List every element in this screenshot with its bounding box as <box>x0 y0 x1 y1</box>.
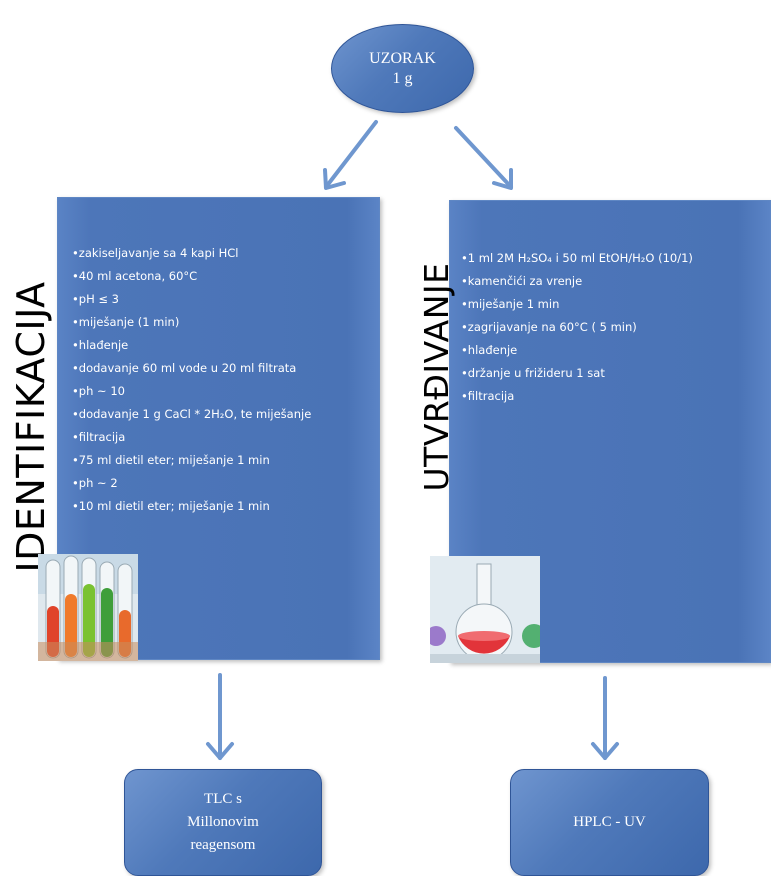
determination-step: •miješanje 1 min <box>461 297 560 311</box>
identification-step: •dodavanje 1 g CaCl * 2H₂O, te miješanje <box>72 407 312 421</box>
identification-step: •ph ~ 10 <box>72 384 125 398</box>
arrowhead-to-tlc <box>206 742 234 760</box>
arrowhead-to-hplc <box>591 742 619 760</box>
flask-illustration <box>430 556 540 663</box>
determination-heading: UTVRĐIVANJE <box>417 262 456 492</box>
identification-step: •10 ml dietil eter; miješanje 1 min <box>72 499 270 513</box>
identification-step: •filtracija <box>72 430 126 444</box>
identification-steps: •zakiseljavanje sa 4 kapi HCl •40 ml ace… <box>72 242 311 518</box>
sample-node-label: UZORAK 1 g <box>369 49 436 87</box>
hplc-result-box: HPLC - UV <box>510 769 709 876</box>
arrow-to-utvrdivanje <box>454 126 513 189</box>
determination-step: •filtracija <box>461 389 515 403</box>
identification-heading: IDENTIFIKACIJA <box>9 281 53 573</box>
identification-step: •dodavanje 60 ml vode u 20 ml filtrata <box>72 361 297 375</box>
determination-step: •1 ml 2M H₂SO₄ i 50 ml EtOH/H₂O (10/1) <box>461 251 693 265</box>
tlc-result-label: TLC s Millonovim reagensom <box>187 791 259 853</box>
determination-step: •zagrijavanje na 60°C ( 5 min) <box>461 320 637 334</box>
arrow-to-identifikacija <box>324 120 378 189</box>
identification-step: •hlađenje <box>72 338 129 352</box>
test-tubes-image <box>38 554 138 661</box>
identification-step: •pH ≤ 3 <box>72 292 119 306</box>
identification-step: •75 ml dietil eter; miješanje 1 min <box>72 453 270 467</box>
sample-node: UZORAK 1 g <box>331 24 474 113</box>
test-tubes-illustration <box>38 554 138 661</box>
tlc-result-box: TLC s Millonovim reagensom <box>124 769 322 876</box>
hplc-result-label: HPLC - UV <box>573 814 646 830</box>
determination-step: •kamenčići za vrenje <box>461 274 583 288</box>
determination-step: •hlađenje <box>461 343 518 357</box>
determination-step: •držanje u frižideru 1 sat <box>461 366 605 380</box>
determination-steps: •1 ml 2M H₂SO₄ i 50 ml EtOH/H₂O (10/1) •… <box>461 247 693 408</box>
flask-image <box>430 556 540 663</box>
identification-step: •miješanje (1 min) <box>72 315 180 329</box>
arrowhead-to-identifikacija <box>323 168 346 190</box>
identification-step: •zakiseljavanje sa 4 kapi HCl <box>72 246 239 260</box>
identification-step: •ph ~ 2 <box>72 476 118 490</box>
identification-step: •40 ml acetona, 60°C <box>72 269 198 283</box>
arrowhead-to-utvrdivanje <box>492 168 513 190</box>
